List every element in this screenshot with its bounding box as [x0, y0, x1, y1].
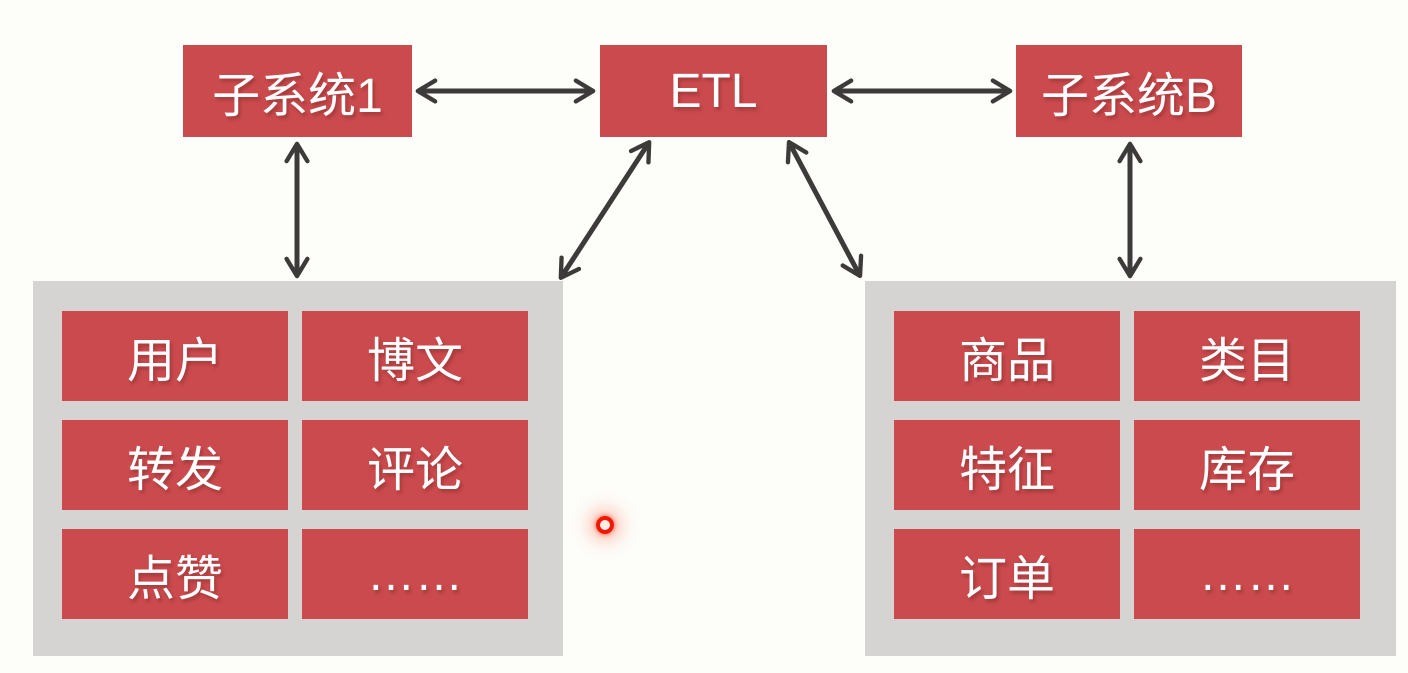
- entity-product: 商品: [894, 311, 1120, 401]
- laser-pointer-dot: [596, 516, 614, 534]
- entity-more-left: ……: [302, 529, 528, 619]
- node-subsystem-b: 子系统B: [1016, 45, 1242, 137]
- right-entity-group: 商品 类目 特征 库存 订单 ……: [865, 281, 1396, 656]
- entity-user: 用户: [62, 311, 288, 401]
- entity-repost: 转发: [62, 420, 288, 510]
- entity-feature: 特征: [894, 420, 1120, 510]
- arrow-etl-rightgroup: [785, 139, 864, 279]
- left-entity-group: 用户 博文 转发 评论 点赞 ……: [33, 281, 563, 656]
- entity-inventory: 库存: [1134, 420, 1360, 510]
- entity-category: 类目: [1134, 311, 1360, 401]
- node-etl: ETL: [600, 45, 827, 137]
- node-subsystem1: 子系统1: [183, 45, 412, 137]
- entity-like: 点赞: [62, 529, 288, 619]
- entity-more-right: ……: [1134, 529, 1360, 619]
- entity-comment: 评论: [302, 420, 528, 510]
- entity-order: 订单: [894, 529, 1120, 619]
- entity-blogpost: 博文: [302, 311, 528, 401]
- arrow-etl-leftgroup: [558, 140, 652, 280]
